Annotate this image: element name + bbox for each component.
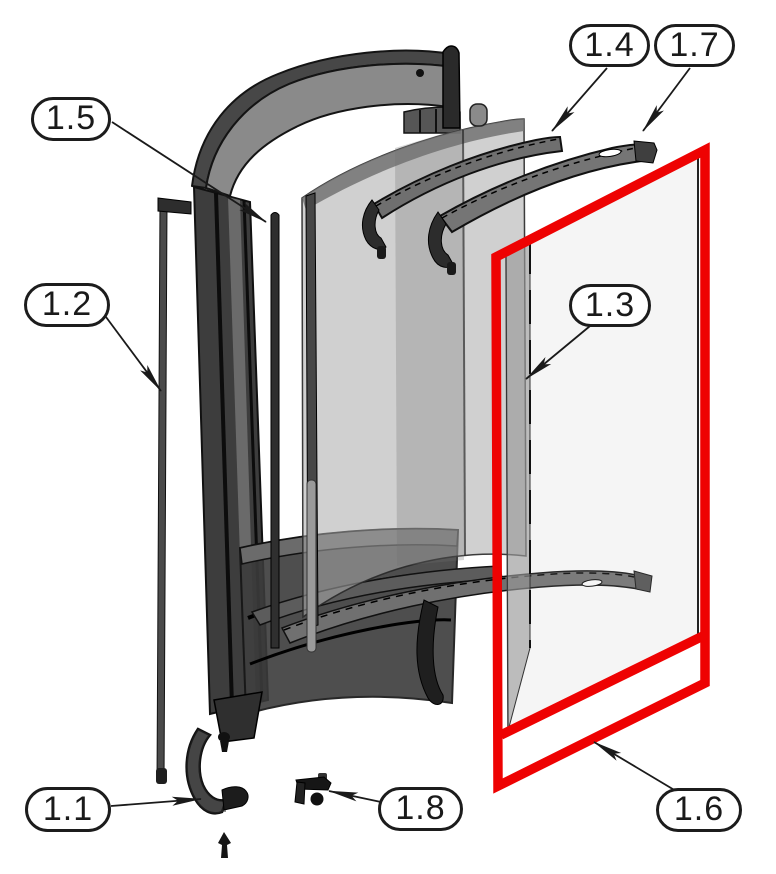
leader-1-8 <box>328 790 382 803</box>
callout-1-7: 1.7 <box>654 24 735 67</box>
leader-1-6 <box>593 741 677 792</box>
curved-glass-panel <box>301 103 527 653</box>
callout-1-8: 1.8 <box>378 787 463 831</box>
callout-1-6-label: 1.6 <box>673 790 725 828</box>
fan-rivet <box>416 69 424 77</box>
callout-1-5-label: 1.5 <box>45 99 97 137</box>
rod-part-1-5 <box>270 212 280 649</box>
leader-1-2 <box>105 316 162 392</box>
callout-1-4-label: 1.4 <box>584 25 635 64</box>
frame-foot <box>213 691 263 743</box>
callout-1-5: 1.5 <box>31 97 111 141</box>
leader-1-4 <box>551 67 608 132</box>
handle-part-1-1 <box>185 727 249 858</box>
handle-screw <box>218 832 231 858</box>
upper-rail-1-4 <box>361 135 564 259</box>
rod-part-1-2 <box>156 197 192 784</box>
callout-1-6: 1.6 <box>656 788 742 832</box>
callout-1-2: 1.2 <box>24 283 110 327</box>
callout-1-4: 1.4 <box>569 24 650 67</box>
leader-1-7 <box>642 67 691 132</box>
glass-top-nub <box>469 103 488 127</box>
highlight-inner-edge <box>498 630 708 740</box>
callout-1-7-label: 1.7 <box>669 25 720 64</box>
rail-slot <box>581 579 603 587</box>
leader-1-1 <box>110 796 202 807</box>
highlight-rectangle <box>491 142 710 794</box>
callout-1-3: 1.3 <box>569 284 651 327</box>
latch-part-1-8 <box>294 773 332 806</box>
lower-rail-hook <box>416 599 444 705</box>
hinge-post <box>442 45 461 129</box>
leader-1-5 <box>111 121 267 223</box>
rail-slot <box>598 148 622 158</box>
leader-lines <box>105 67 691 807</box>
callout-1-1: 1.1 <box>25 787 111 832</box>
callout-1-3-label: 1.3 <box>584 285 636 324</box>
callout-1-1-label: 1.1 <box>42 789 94 828</box>
callout-1-8-label: 1.8 <box>395 789 446 827</box>
upper-rail-1-7 <box>427 140 658 275</box>
handle-knob <box>221 786 249 811</box>
callout-1-2-label: 1.2 <box>41 285 93 323</box>
gasket-highlight-1-6 <box>491 142 710 794</box>
leader-1-3 <box>525 325 591 380</box>
